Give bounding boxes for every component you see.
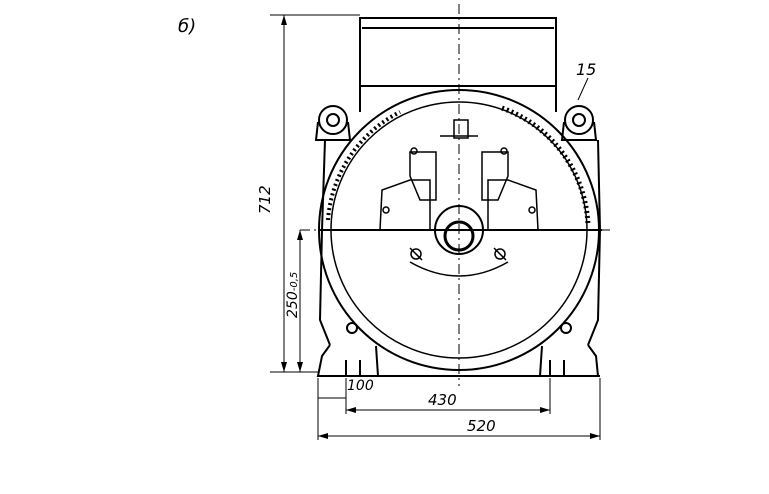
- dimension-overall-width: 520: [467, 417, 496, 435]
- dimension-shaft-height: 250-0,5: [285, 271, 301, 318]
- dimension-shaft-height-value: 250: [285, 291, 301, 318]
- frame-hatching-left: [326, 110, 401, 221]
- frame-outline-right: [587, 139, 602, 346]
- rotor-section: [379, 119, 539, 231]
- lifting-eye-right: [560, 105, 598, 141]
- center-lines: [300, 4, 610, 386]
- frame-outline-left: [318, 139, 331, 346]
- dimension-foot-spacing: 430: [428, 391, 457, 409]
- lifting-eye-left: [314, 105, 352, 141]
- dimension-shaft-height-tolerance: -0,5: [289, 271, 300, 292]
- dimension-foot-offset: 100: [347, 378, 374, 394]
- frame-hatching-top: [501, 105, 591, 227]
- foot-right: [538, 322, 600, 377]
- dimension-lines: [270, 14, 601, 440]
- dimension-arrows: [281, 15, 600, 439]
- terminal-box: [359, 17, 557, 112]
- foot-left: [316, 322, 380, 377]
- bearing-bolts: [409, 247, 509, 277]
- dimension-total-height: 712: [256, 185, 274, 214]
- callout-label: 15: [576, 60, 597, 79]
- figure-label: б): [178, 16, 197, 37]
